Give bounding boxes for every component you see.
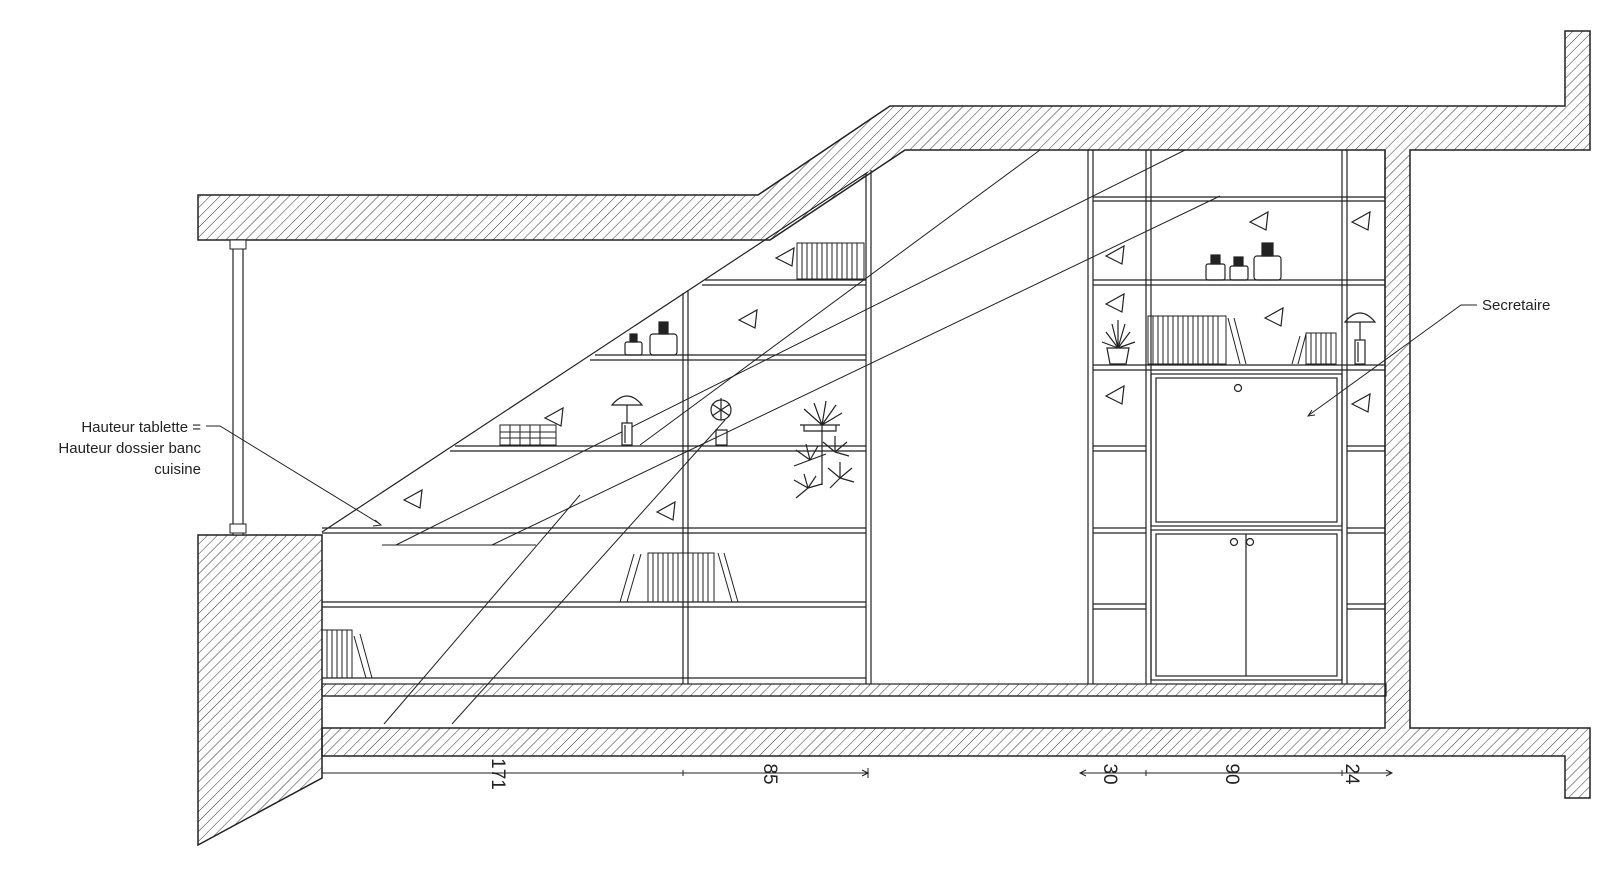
books-icon <box>1291 332 1337 365</box>
jar-icon <box>1253 242 1282 281</box>
spot-light-icon <box>543 406 564 427</box>
spot-light-icon <box>402 488 423 509</box>
spot-light-icon <box>655 500 676 521</box>
spot-light-icon <box>1104 384 1125 405</box>
jar-icon <box>624 333 643 356</box>
annotation-line-1: Hauteur tablette = <box>81 419 201 436</box>
dimension-30: 30 <box>1099 763 1120 784</box>
spot-light-icon <box>1104 292 1125 313</box>
left-shelving <box>321 170 872 684</box>
spot-light-icon <box>1350 210 1371 231</box>
spot-light-icon <box>737 308 758 329</box>
spot-light-icon <box>1248 210 1269 231</box>
window-frame <box>232 239 244 536</box>
books-icon <box>619 552 739 603</box>
dimension-85: 85 <box>759 763 780 784</box>
bench-base <box>321 683 1387 697</box>
books-icon <box>1147 315 1247 365</box>
jar-icon <box>1229 256 1249 281</box>
annotation-line-2: Hauteur dossier banc <box>58 440 201 457</box>
secretaire-label: Secretaire <box>1482 297 1550 314</box>
bench-miniature-icon <box>499 424 557 446</box>
plant-icon <box>1101 320 1136 365</box>
left-annotation: Hauteur tablette = Hauteur dossier banc … <box>58 419 201 478</box>
spot-light-icon <box>1263 306 1284 327</box>
decor-objects <box>610 242 1377 499</box>
spot-light-icon <box>1350 392 1371 413</box>
dimension-labels: 171 85 30 90 24 <box>487 758 1362 790</box>
light-rays <box>382 149 1221 725</box>
left-wall <box>197 534 323 847</box>
books-icon <box>796 242 865 280</box>
secretaire-cabinet <box>1150 373 1343 681</box>
right-shelving <box>1087 150 1386 684</box>
building-structure <box>197 30 1591 847</box>
spot-light-icon <box>1104 244 1125 265</box>
plant-icon <box>710 398 732 446</box>
spot-light-icon <box>774 246 795 267</box>
leader-lines <box>206 304 1477 527</box>
lamp-icon <box>610 395 644 446</box>
dimension-90: 90 <box>1221 763 1242 784</box>
jar-icon <box>649 321 678 356</box>
books <box>321 242 1337 679</box>
lamp-icon <box>1343 312 1377 365</box>
jar-icon <box>1205 254 1226 281</box>
roof-slab <box>197 30 1591 799</box>
dimension-lines <box>321 768 1394 778</box>
spot-lights <box>402 210 1371 521</box>
palm-plant-icon <box>793 400 855 499</box>
dimension-171: 171 <box>487 758 508 790</box>
annotation-line-3: cuisine <box>154 461 201 478</box>
dimension-24: 24 <box>1341 763 1362 785</box>
books-icon <box>321 629 373 679</box>
